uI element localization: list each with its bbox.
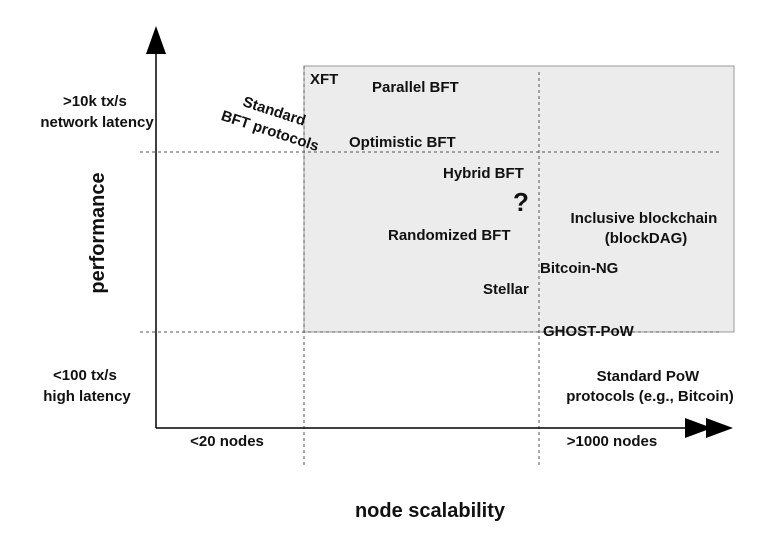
y-axis-arrow-icon xyxy=(146,26,166,54)
label-optimistic-bft: Optimistic BFT xyxy=(349,134,456,151)
y-label-low: <100 tx/s high latency xyxy=(43,367,131,405)
x-axis-title: node scalability xyxy=(355,500,506,522)
x-axis-arrow-icon xyxy=(685,418,712,438)
label-bitcoin-ng: Bitcoin-NG xyxy=(540,260,618,277)
label-hybrid-bft: Hybrid BFT xyxy=(443,165,524,182)
label-standard-pow: Standard PoW protocols (e.g., Bitcoin) xyxy=(566,368,734,405)
label-stellar: Stellar xyxy=(483,281,529,298)
y-label-high: >10k tx/s network latency xyxy=(40,93,154,131)
label-xft: XFT xyxy=(310,71,338,88)
x-label-high: >1000 nodes xyxy=(567,433,657,450)
label-question-mark: ? xyxy=(513,187,529,217)
label-randomized-bft: Randomized BFT xyxy=(388,227,511,244)
y-axis-title: performance xyxy=(87,172,109,293)
x-label-low: <20 nodes xyxy=(190,433,264,450)
x-axis-arrow-icon-2 xyxy=(706,418,733,438)
label-inclusive-blockchain: Inclusive blockchain (blockDAG) xyxy=(571,210,722,247)
label-ghost-pow: GHOST-PoW xyxy=(543,323,635,340)
target-region xyxy=(303,65,735,333)
label-parallel-bft: Parallel BFT xyxy=(372,79,459,96)
